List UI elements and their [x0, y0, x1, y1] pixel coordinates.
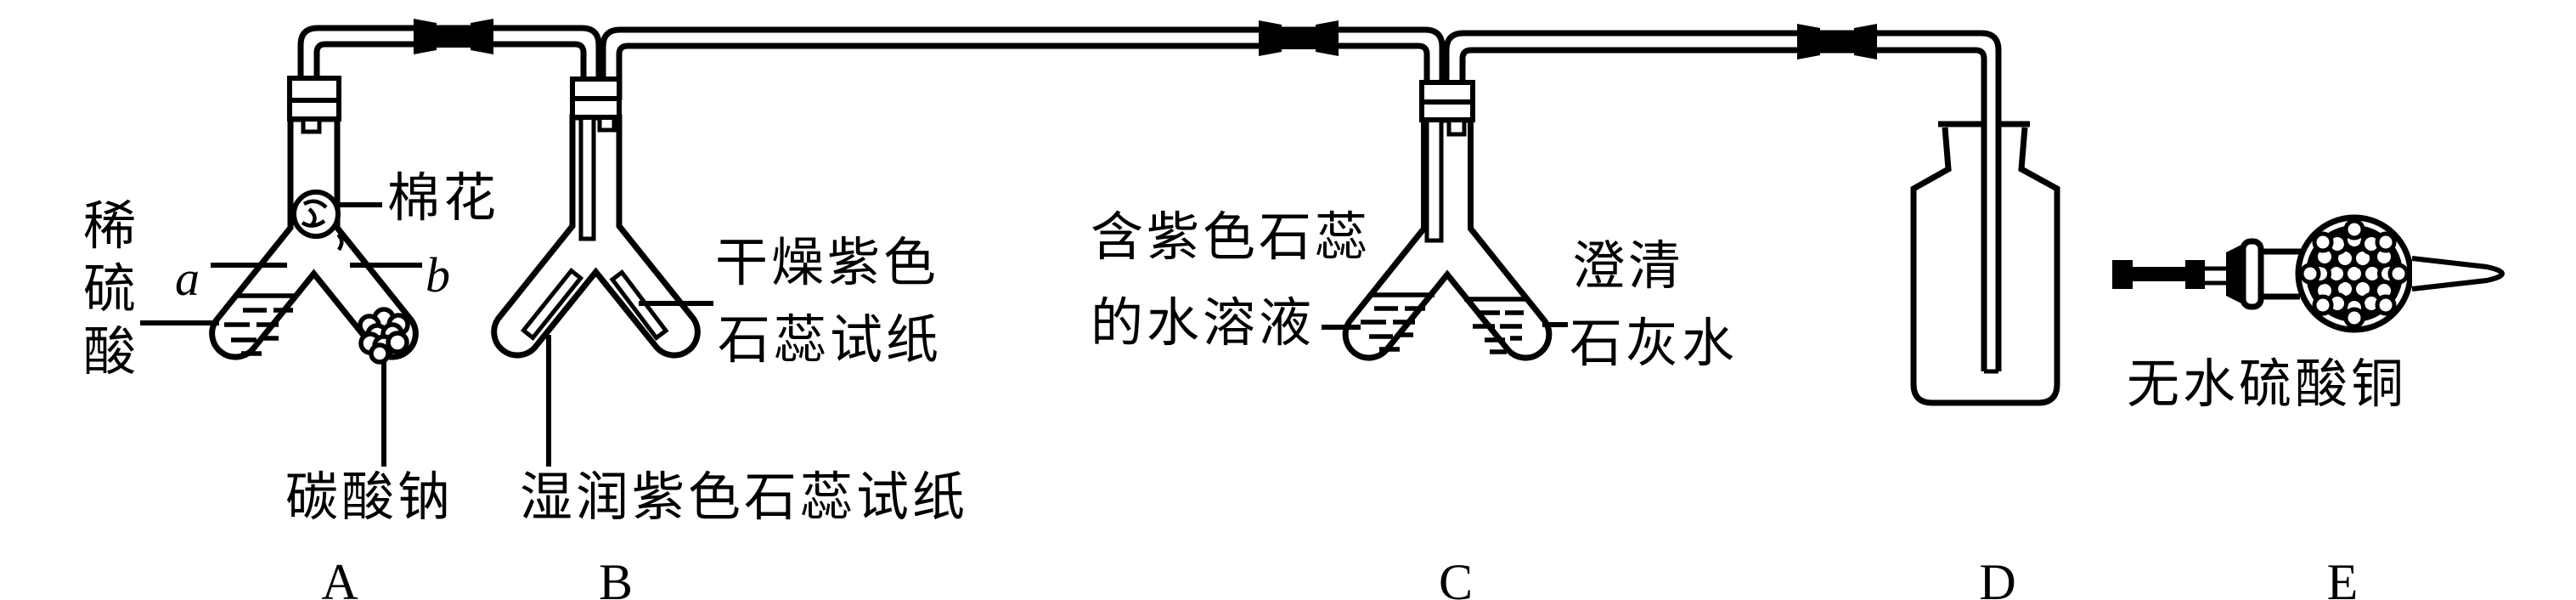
cotton-plug [291, 190, 344, 252]
limewater-liquid [1464, 297, 1529, 354]
label-limewater-line2: 石灰水 [1570, 315, 1739, 373]
rubber-connector-icon [414, 19, 493, 54]
inlet-tube-c [1424, 108, 1444, 243]
bulb-jet-tip [2411, 256, 2506, 292]
litmus-solution-liquid [1361, 292, 1435, 352]
label-apparatus-c: C [1438, 554, 1474, 600]
label-apparatus-b: B [598, 554, 634, 600]
rubber-connector-icon [1259, 20, 1339, 56]
wet-litmus-strip [520, 267, 584, 342]
drying-bulb [2112, 214, 2506, 333]
stopper-a [287, 76, 341, 122]
label-dilute-sulfuric-acid: 稀硫酸 [83, 198, 137, 382]
label-apparatus-a: A [321, 554, 358, 600]
rubber-connector-icon [1797, 24, 1877, 59]
stopper-c [1419, 80, 1475, 122]
label-dry-litmus-line2: 石蕊试纸 [718, 312, 943, 370]
label-apparatus-e: E [2326, 554, 2359, 600]
label-point-a: a [175, 251, 200, 306]
label-cotton: 棉花 [387, 170, 500, 228]
connecting-tube-b-c [600, 26, 1446, 102]
label-dry-litmus-line1: 干燥紫色 [715, 235, 940, 292]
label-wet-litmus: 湿润紫色石蕊试纸 [520, 469, 969, 527]
label-litmus-solution-line2: 的水溶液 [1091, 295, 1316, 353]
label-sodium-carbonate: 碳酸钠 [285, 469, 454, 527]
label-litmus-solution-line1: 含紫色石蕊 [1091, 209, 1372, 267]
label-anhydrous-copper-sulfate: 无水硫酸铜 [2127, 356, 2408, 414]
label-point-b: b [426, 247, 450, 303]
stopper-b [570, 76, 622, 120]
sodium-carbonate-granules [358, 307, 410, 365]
inlet-tube-b [578, 106, 596, 241]
label-apparatus-d: D [1979, 554, 2016, 600]
label-limewater-line1: 澄清 [1572, 238, 1685, 296]
connecting-tube-c-d [1443, 30, 2002, 374]
copper-sulfate-granules [2299, 218, 2410, 329]
bulb-flange [2240, 238, 2264, 310]
dilute-sulfuric-acid-liquid [224, 293, 297, 356]
